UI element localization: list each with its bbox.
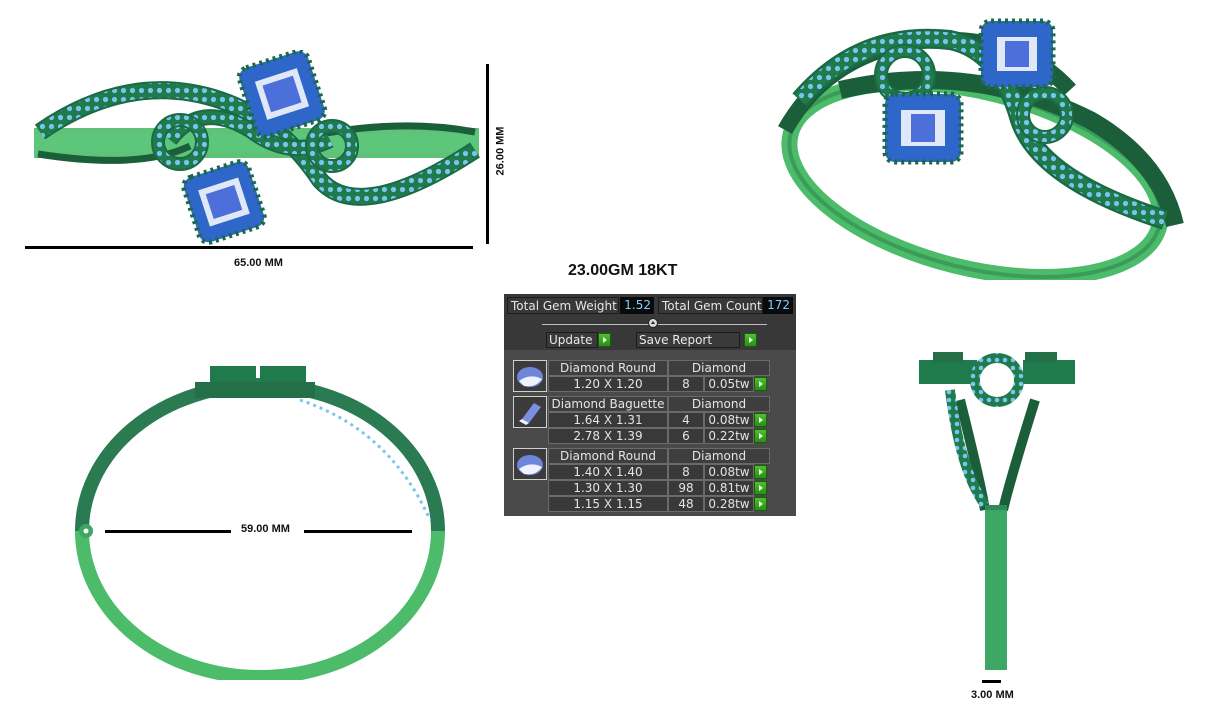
gem-weight: 0.08tw [704,464,754,480]
gem-shape: Diamond Baguette [548,396,668,412]
diameter-line-left [105,530,231,533]
update-button[interactable]: Update [546,332,598,348]
height-dimension-line [486,64,489,244]
top-view [919,352,1075,670]
gem-shape: Diamond Round [548,448,668,464]
save-report-button[interactable]: Save Report [636,332,740,348]
gem-row-go-icon[interactable] [754,377,767,391]
diameter-line-right [304,530,412,533]
gem-count: 48 [668,496,704,512]
total-gem-count-label: Total Gem Count [658,297,763,314]
gem-shape: Diamond Round [548,360,668,376]
front-view [34,50,480,245]
gem-count: 8 [668,376,704,392]
gem-material: Diamond [668,396,770,412]
total-gem-weight-label: Total Gem Weight [507,297,619,314]
gem-weight: 0.08tw [704,412,754,428]
gem-row-go-icon[interactable] [754,429,767,443]
side-view [75,366,445,680]
gem-size: 1.20 X 1.20 [548,376,668,392]
gem-weight: 0.05tw [704,376,754,392]
update-go-icon[interactable] [598,333,611,347]
gem-count: 8 [668,464,704,480]
gem-report-panel: Total Gem Weight 1.52 Total Gem Count 17… [504,294,796,516]
gem-row-go-icon[interactable] [754,481,767,495]
gem-material: Diamond [668,448,770,464]
gem-row-go-icon[interactable] [754,413,767,427]
gem-size: 1.40 X 1.40 [548,464,668,480]
gem-size: 2.78 X 1.39 [548,428,668,444]
gem-count: 98 [668,480,704,496]
gem-size: 1.15 X 1.15 [548,496,668,512]
gem-count: 4 [668,412,704,428]
metal-weight-title: 23.00GM 18KT [568,262,678,279]
band-width-line [982,680,1001,683]
band-width-label: 3.00 MM [971,689,1014,701]
round-gem-icon [513,448,547,480]
diameter-dimension-label: 59.00 MM [241,523,290,535]
perspective-view [778,18,1184,280]
total-gem-weight-value: 1.52 [620,297,654,314]
total-gem-count-value: 172 [763,297,793,314]
height-dimension-label: 26.00 MM [494,126,507,176]
gem-material: Diamond [668,360,770,376]
gem-weight: 0.81tw [704,480,754,496]
gem-count: 6 [668,428,704,444]
gem-size: 1.64 X 1.31 [548,412,668,428]
gem-weight: 0.28tw [704,496,754,512]
gem-row-go-icon[interactable] [754,465,767,479]
width-dimension-line [25,246,473,249]
save-report-go-icon[interactable] [744,333,757,347]
gem-row-go-icon[interactable] [754,497,767,511]
width-dimension-label: 65.00 MM [234,257,283,269]
gem-weight: 0.22tw [704,428,754,444]
baguette-gem-icon [513,396,547,428]
collapse-toggle-icon[interactable] [648,318,658,328]
round-gem-icon [513,360,547,392]
gem-size: 1.30 X 1.30 [548,480,668,496]
